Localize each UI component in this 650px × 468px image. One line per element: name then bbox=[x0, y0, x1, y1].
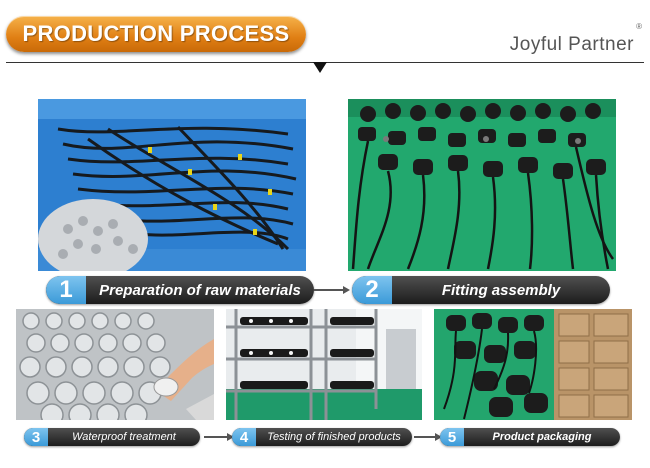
arrow-right-icon bbox=[414, 432, 442, 442]
step-2-number: 2 bbox=[352, 276, 392, 304]
step-3-number: 3 bbox=[24, 428, 48, 446]
step-3-waterproof-treatment: 3 Waterproof treatment bbox=[24, 428, 200, 446]
step-5-number: 5 bbox=[440, 428, 464, 446]
brand-name: Joyful Partner bbox=[509, 34, 634, 55]
photo-waterproof-treatment bbox=[16, 309, 214, 420]
photo-fitting-assembly bbox=[348, 99, 616, 271]
registered-mark: ® bbox=[636, 22, 642, 31]
step-1-label: Preparation of raw materials bbox=[99, 281, 301, 299]
page-title: PRODUCTION PROCESS bbox=[22, 21, 290, 46]
step-2-label: Fitting assembly bbox=[441, 281, 561, 299]
page-title-banner: PRODUCTION PROCESS bbox=[6, 16, 306, 52]
step-5-label: Product packaging bbox=[492, 431, 592, 443]
arrow-right-icon bbox=[314, 285, 350, 295]
step-1-number: 1 bbox=[46, 276, 86, 304]
down-triangle-icon bbox=[313, 62, 327, 73]
step-4-testing-of-finished-products: 4 Testing of finished products bbox=[232, 428, 412, 446]
step-4-label: Testing of finished products bbox=[267, 431, 401, 443]
step-3-label: Waterproof treatment bbox=[72, 431, 176, 443]
photo-product-packaging bbox=[434, 309, 632, 420]
step-2-fitting-assembly: 2 Fitting assembly bbox=[352, 276, 610, 304]
photo-raw-materials bbox=[38, 99, 306, 271]
arrow-right-icon bbox=[204, 432, 234, 442]
step-4-number: 4 bbox=[232, 428, 256, 446]
photo-testing-finished-products bbox=[226, 309, 422, 420]
step-5-product-packaging: 5 Product packaging bbox=[440, 428, 620, 446]
step-1-preparation-of-raw-materials: 1 Preparation of raw materials bbox=[46, 276, 314, 304]
